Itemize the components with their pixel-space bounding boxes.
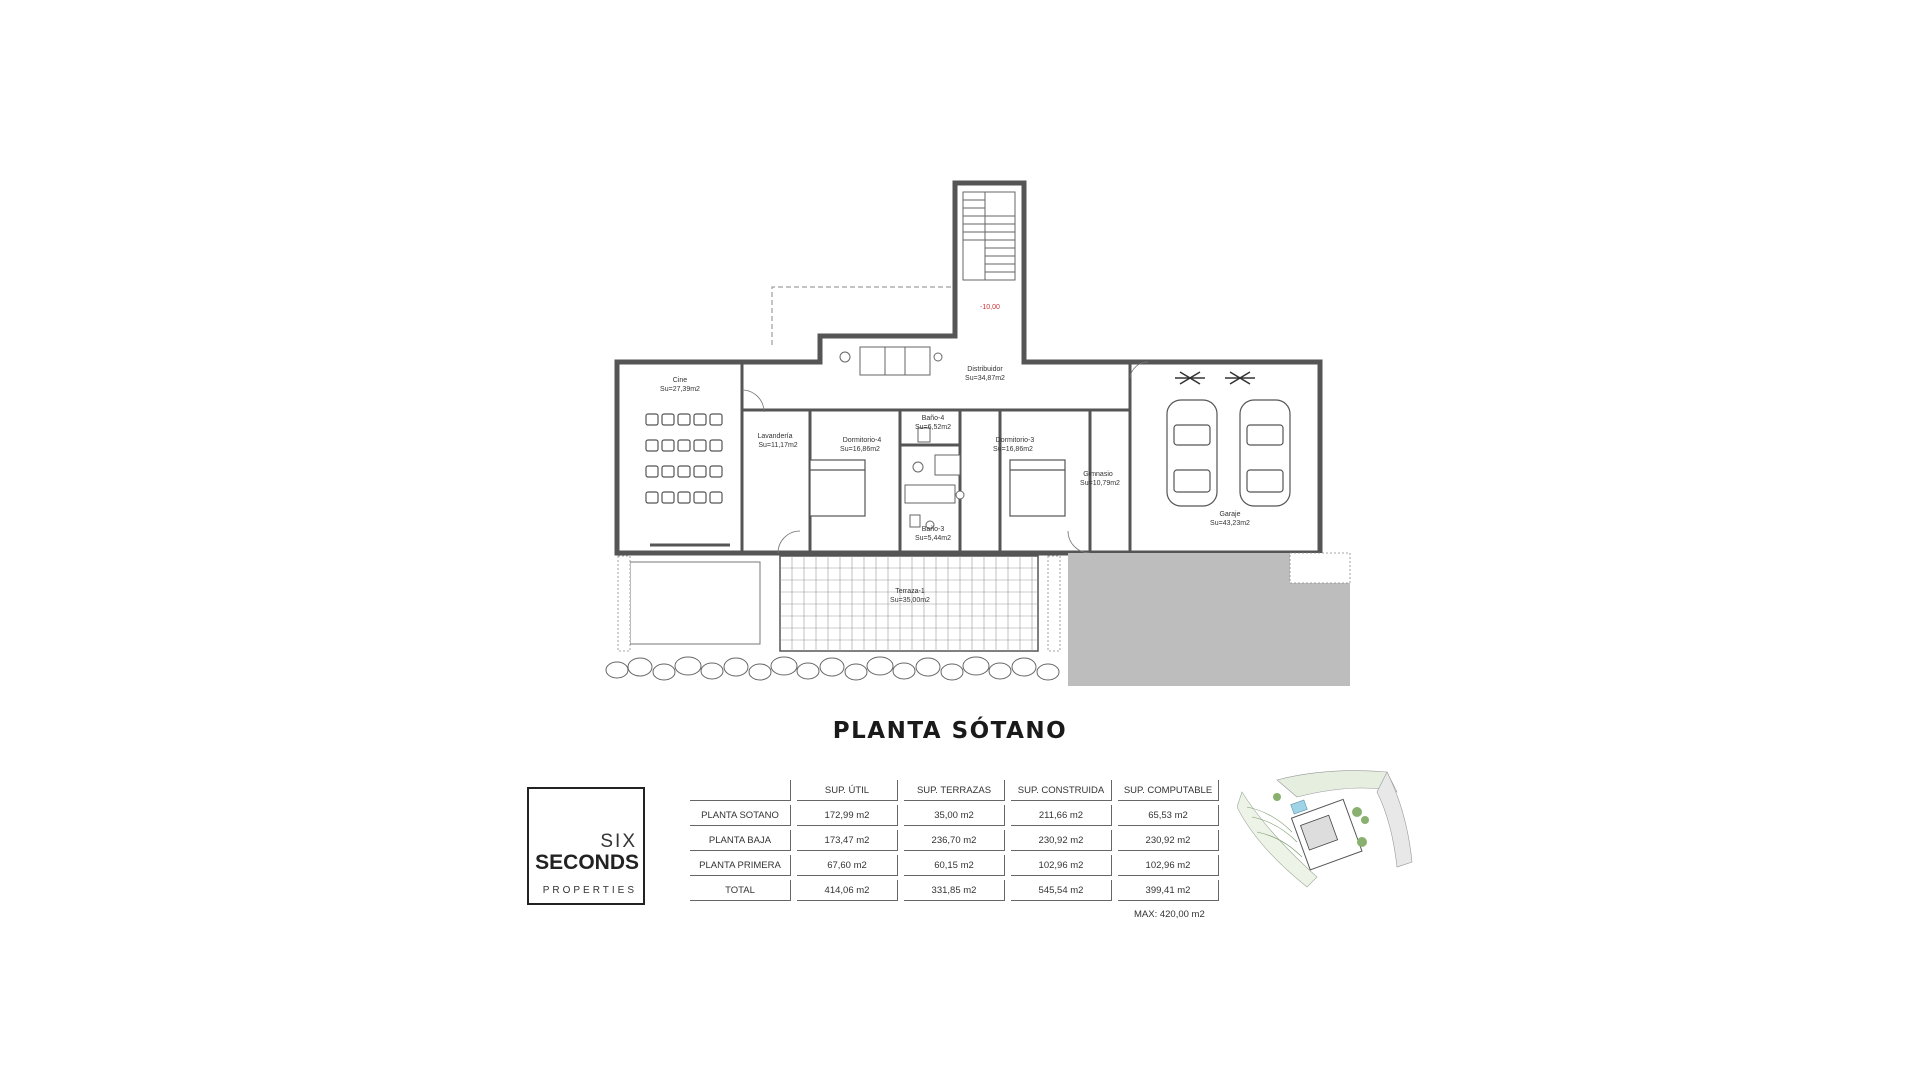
site-location-map (1237, 762, 1415, 897)
cell: 545,54 m2 (1011, 880, 1112, 901)
header-sup-construida: SUP. CONSTRUIDA (1011, 780, 1112, 801)
cell: 67,60 m2 (797, 855, 898, 876)
room-labels: Cine Su=27,39m2 Distribuidor Su=34,87m2 … (660, 366, 1250, 604)
elevation-mark: -10,00 (980, 304, 1000, 311)
cell: 331,85 m2 (904, 880, 1005, 901)
room-name-garaje: Garaje (1219, 511, 1240, 518)
cell: 35,00 m2 (904, 805, 1005, 826)
garage-cars (1166, 399, 1291, 507)
garden-edge (1289, 552, 1351, 584)
cell: 230,92 m2 (1011, 830, 1112, 851)
row-label: PLANTA BAJA (690, 830, 791, 851)
room-area-cine: Su=27,39m2 (660, 386, 700, 393)
interior-walls (740, 362, 1132, 555)
garage-door-hinges (1175, 371, 1255, 385)
room-area-gimnasio: Su=10,79m2 (1080, 480, 1120, 487)
logo-line-six: SIX (600, 831, 637, 852)
header-sup-computable: SUP. COMPUTABLE (1118, 780, 1219, 801)
cell: 65,53 m2 (1118, 805, 1219, 826)
table-row: PLANTA BAJA 173,47 m2 236,70 m2 230,92 m… (690, 830, 1219, 851)
terrace (617, 555, 1061, 652)
room-area-dormitorio4: Su=16,86m2 (840, 446, 880, 453)
room-area-bano3: Su=5,44m2 (915, 535, 951, 542)
table-row: PLANTA PRIMERA 67,60 m2 60,15 m2 102,96 … (690, 855, 1219, 876)
table-row: TOTAL 414,06 m2 331,85 m2 545,54 m2 399,… (690, 880, 1219, 901)
cell: 230,92 m2 (1118, 830, 1219, 851)
room-name-terraza: Terraza-1 (895, 588, 925, 595)
cell: 236,70 m2 (904, 830, 1005, 851)
room-area-terraza: Su=35,00m2 (890, 597, 930, 604)
row-label: PLANTA SOTANO (690, 805, 791, 826)
plan-title: PLANTA SÓTANO (832, 718, 1068, 744)
door-swings (741, 361, 1149, 554)
room-name-dormitorio3: Dormitorio-3 (996, 437, 1035, 444)
room-name-distribuidor: Distribuidor (967, 366, 1003, 373)
stair (962, 191, 1016, 281)
room-name-bano4: Baño-4 (922, 415, 945, 422)
area-table-header: SUP. ÚTIL SUP. TERRAZAS SUP. CONSTRUIDA … (690, 780, 1219, 801)
header-sup-util: SUP. ÚTIL (797, 780, 898, 801)
room-name-lavanderia: Lavandería (757, 433, 792, 440)
beds (809, 459, 1066, 517)
logo-line-seconds: SECONDS (535, 851, 639, 874)
area-table: SUP. ÚTIL SUP. TERRAZAS SUP. CONSTRUIDA … (684, 776, 1225, 905)
cell: 172,99 m2 (797, 805, 898, 826)
six-seconds-logo: SIX SECONDS PROPERTIES (527, 787, 645, 905)
cell: 399,41 m2 (1118, 880, 1219, 901)
storage-unit (839, 346, 943, 376)
cell: 211,66 m2 (1011, 805, 1112, 826)
table-row: PLANTA SOTANO 172,99 m2 35,00 m2 211,66 … (690, 805, 1219, 826)
header-blank (690, 780, 791, 801)
room-area-bano4: Su=6,52m2 (915, 424, 951, 431)
lightwell-outline (771, 286, 955, 345)
room-area-lavanderia: Su=11,17m2 (758, 442, 797, 449)
room-name-dormitorio4: Dormitorio-4 (843, 437, 882, 444)
cell: 102,96 m2 (1118, 855, 1219, 876)
cinema-seats (645, 413, 730, 547)
header-sup-terrazas: SUP. TERRAZAS (904, 780, 1005, 801)
room-area-dormitorio3: Su=16,86m2 (993, 446, 1033, 453)
room-name-cine: Cine (673, 377, 688, 384)
cell: 102,96 m2 (1011, 855, 1112, 876)
row-label: TOTAL (690, 880, 791, 901)
room-area-distribuidor: Su=34,87m2 (965, 375, 1005, 382)
room-name-bano3: Baño-3 (922, 526, 945, 533)
room-area-garaje: Su=43,23m2 (1210, 520, 1250, 527)
rock-border (605, 656, 1060, 681)
cell: 60,15 m2 (904, 855, 1005, 876)
cell: 414,06 m2 (797, 880, 898, 901)
row-label: PLANTA PRIMERA (690, 855, 791, 876)
bath-fixtures (904, 427, 965, 530)
room-name-gimnasio: Gimnasio (1083, 471, 1113, 478)
max-area-note: MAX: 420,00 m2 (1134, 909, 1205, 920)
cell: 173,47 m2 (797, 830, 898, 851)
logo-line-properties: PROPERTIES (542, 885, 637, 896)
